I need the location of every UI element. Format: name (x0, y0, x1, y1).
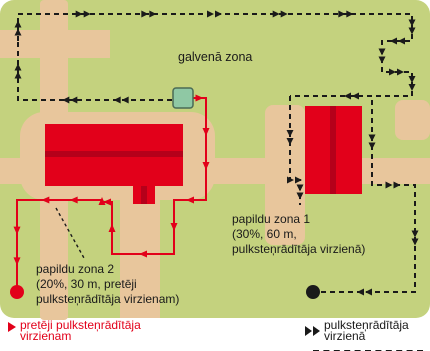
zone2-direction: pulksteņrādītāja virzienam) (36, 292, 180, 306)
double-arrow-icon (62, 96, 78, 104)
main-zone-wire-bottom (17, 41, 172, 101)
roof-ridge-annex (141, 186, 147, 204)
double-arrow-icon (338, 10, 354, 18)
double-arrow-icon (357, 288, 372, 296)
zone1-direction: pulksteņrādītāja virzienā) (232, 242, 366, 256)
single-arrow-icon (186, 196, 194, 204)
single-arrow-icon (202, 162, 210, 170)
roof-ridge-left (45, 151, 183, 157)
zone1-detail: (30%, 60 m, (232, 227, 297, 241)
charging-station-icon (172, 87, 194, 109)
zone1-label: papildu zona 1 (30%, 60 m, pulksteņrādīt… (232, 212, 365, 257)
zone1-title: papildu zona 1 (232, 212, 311, 226)
double-arrow-icon (411, 230, 419, 246)
roof-ridge-right (330, 106, 336, 194)
zone1-wire-right (313, 100, 416, 293)
double-arrow-icon (385, 181, 401, 189)
legend-ccw-line2: virzienam (20, 329, 72, 343)
single-arrow-icon (170, 223, 178, 231)
double-arrow-icon (344, 92, 359, 100)
double-arrow-icon (378, 48, 386, 64)
double-arrow-icon (272, 10, 288, 18)
double-arrow-icon (207, 10, 222, 18)
double-arrow-icon (305, 326, 320, 336)
single-arrow-icon (108, 224, 116, 232)
zone1-start-point (306, 285, 320, 299)
single-arrow-icon (41, 196, 50, 204)
zone2-detail: (20%, 30 m, pretēji (36, 277, 137, 291)
legend-ccw-line1: pretēji pulksteņrādītāja (20, 318, 141, 332)
single-arrow-icon (103, 198, 111, 206)
zone2-title: papildu zona 2 (36, 262, 115, 276)
double-arrow-icon (368, 134, 376, 150)
single-arrow-icon (13, 226, 21, 235)
double-arrow-icon (113, 96, 129, 104)
single-arrow-icon (69, 196, 78, 204)
double-arrow-icon (408, 76, 416, 91)
main-zone-label: galvenā zona (178, 50, 253, 64)
legend-cw-line1: pulksteņrādītāja (324, 318, 409, 332)
single-arrow-icon (13, 257, 21, 266)
legend-cw-line2: virzienā (324, 329, 366, 343)
double-arrow-icon (287, 176, 302, 184)
obstacles (45, 106, 362, 204)
single-arrow-icon (195, 94, 204, 102)
single-arrow-icon (202, 128, 210, 136)
legend-area (0, 318, 430, 351)
double-arrow-icon (14, 63, 22, 79)
double-arrow-icon (141, 10, 157, 18)
counterclockwise-guide-wires (13, 94, 210, 292)
double-arrow-icon (389, 68, 404, 76)
double-arrow-icon (408, 19, 416, 35)
main-zone-wire-top (17, 13, 413, 97)
zone2-start-point (10, 285, 24, 299)
double-arrow-icon (75, 10, 91, 18)
zone2-label: papildu zona 2 (20%, 30 m, pretēji pulks… (36, 262, 179, 307)
double-arrow-icon (390, 37, 405, 45)
double-arrow-icon (296, 184, 304, 200)
single-arrow-icon (139, 250, 147, 258)
single-arrow-icon (8, 322, 16, 332)
double-arrow-icon (14, 20, 22, 36)
clockwise-guide-wires (14, 10, 419, 296)
double-arrow-icon (286, 130, 294, 145)
